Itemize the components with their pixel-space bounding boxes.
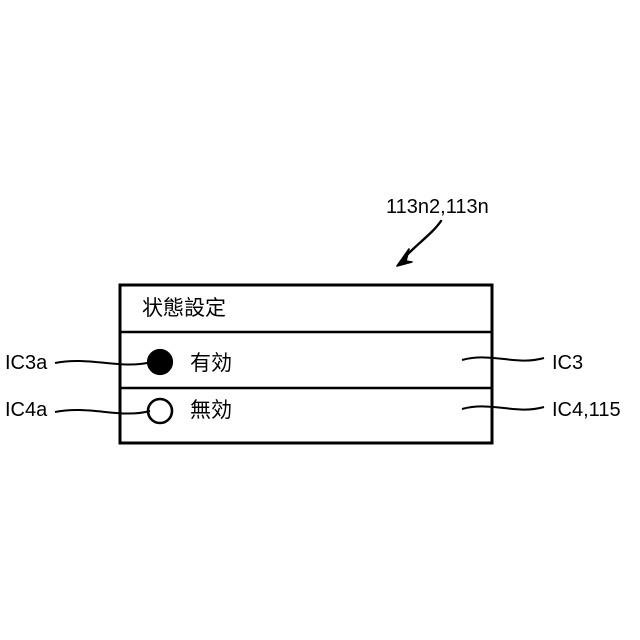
reference-label-top: 113n2,113n: [386, 196, 489, 218]
curved-arrow-icon: [396, 219, 443, 267]
option-label-enabled[interactable]: 有効: [190, 351, 232, 375]
panel-frame: [118, 283, 494, 445]
leader-line-ic3: [461, 356, 545, 362]
reference-label-ic4-115: IC4,115: [552, 399, 621, 421]
panel-header-label: 状態設定: [142, 296, 226, 320]
leader-line-ic3a: [54, 360, 153, 366]
leader-line-ic4a: [54, 408, 151, 415]
option-label-disabled[interactable]: 無効: [190, 398, 232, 422]
leader-line-ic4-115: [461, 405, 545, 411]
reference-label-ic4a: IC4a: [5, 399, 48, 421]
radio-empty-icon[interactable]: [146, 397, 174, 425]
reference-label-ic3: IC3: [552, 352, 584, 374]
reference-label-ic3a: IC3a: [5, 352, 48, 374]
